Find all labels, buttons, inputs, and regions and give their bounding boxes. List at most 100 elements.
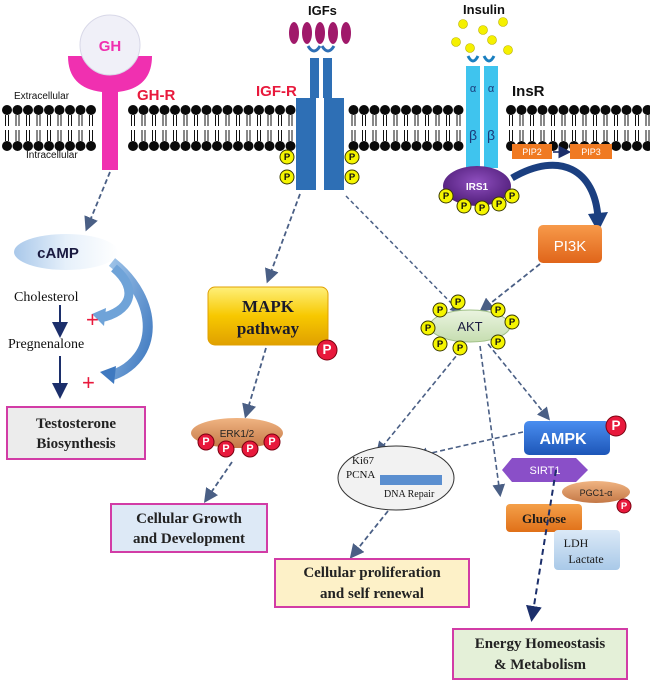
glucose-box <box>506 504 582 532</box>
p-pgc1a-badge: P <box>616 498 632 514</box>
proliferation-line2: and self renewal <box>320 586 424 602</box>
extracellular-label: Extracellular <box>14 91 70 102</box>
ldh-box <box>554 530 620 570</box>
igf-to-mapk-arrow <box>265 193 301 284</box>
camp-curve-inner <box>98 264 134 323</box>
phospho-label: P <box>621 501 628 512</box>
p-irs1-4-badge: P <box>491 196 507 212</box>
p-akt-6-badge: P <box>432 336 448 352</box>
p-erk-3-badge: P <box>241 440 259 458</box>
phospho-label: P <box>246 443 253 455</box>
pi3k-label: PI3K <box>554 238 587 255</box>
pip3-box <box>570 144 612 159</box>
phospho-label: P <box>496 199 503 210</box>
sirt1-shape <box>502 458 588 482</box>
camp-curve-outer-head <box>100 366 116 384</box>
proliferation-box: Cellular proliferation and self renewal <box>274 558 470 608</box>
p-irs1-1-badge: P <box>438 188 454 204</box>
p-erk-2-badge: P <box>217 440 235 458</box>
phospho-label: P <box>202 436 209 448</box>
mapk-label-line2: pathway <box>237 319 300 338</box>
p-irs1-3-badge: P <box>474 200 490 216</box>
sirt1-label: SIRT1 <box>530 465 561 477</box>
phospho-label: P <box>349 172 356 183</box>
gh-ligand <box>79 14 141 76</box>
beta-right: β <box>487 127 495 143</box>
igf-to-akt-arrow <box>345 195 463 315</box>
igf-r-label: IGF-R <box>256 83 297 100</box>
energy-line2: & Metabolism <box>493 657 587 673</box>
phospho-label: P <box>509 191 516 202</box>
akt-to-glucose-arrow <box>479 345 506 498</box>
growth-line2: and Development <box>132 531 246 547</box>
p-erk-1-badge: P <box>197 433 215 451</box>
proliferation-line1: Cellular proliferation <box>303 565 441 581</box>
irs1-node <box>443 166 511 206</box>
energy-box: Energy Homeostasis & Metabolism <box>452 628 628 680</box>
glucose-label: Glucose <box>522 511 566 526</box>
plus-sign-1: + <box>86 307 99 332</box>
gh-to-camp-arrow <box>84 171 111 232</box>
p-akt-7-badge: P <box>452 340 468 356</box>
growth-line1: Cellular Growth <box>136 511 242 527</box>
p-igf-4-badge: P <box>344 169 360 185</box>
phospho-label: P <box>461 201 468 212</box>
erk-to-growth-arrow <box>203 461 233 503</box>
insr-label: InsR <box>512 83 545 100</box>
pip2-label: PIP2 <box>522 147 542 157</box>
camp-node <box>14 234 118 270</box>
phospho-label: P <box>437 339 444 350</box>
ampk-to-energy-arrow <box>526 469 557 622</box>
alpha-left: α <box>470 83 477 95</box>
p-mapk-badge: P <box>316 339 338 361</box>
phospho-label: P <box>425 323 432 334</box>
p-igf-3-badge: P <box>344 149 360 165</box>
phospho-label: P <box>443 191 450 202</box>
cholesterol-label: Cholesterol <box>14 290 79 305</box>
gh-r-label: GH-R <box>137 87 175 104</box>
phospho-label: P <box>322 342 331 357</box>
dna-repair-bar <box>380 475 442 485</box>
p-akt-3-badge: P <box>490 302 506 318</box>
ampk-label: AMPK <box>539 431 587 448</box>
phospho-label: P <box>222 443 229 455</box>
plus-sign-2: + <box>82 370 95 395</box>
pcna-label: PCNA <box>346 469 375 481</box>
akt-label: AKT <box>457 319 482 334</box>
igf-receptor <box>296 45 344 190</box>
gh-label: GH <box>99 38 122 55</box>
pgc1a-node <box>562 481 630 503</box>
akt-to-ki67-arrow <box>375 343 467 455</box>
p-erk-4-badge: P <box>263 433 281 451</box>
growth-box: Cellular Growth and Development <box>110 503 268 553</box>
gh-receptor: GH <box>68 14 152 170</box>
p-ampk-badge: P <box>605 415 627 437</box>
testosterone-line1: Testosterone <box>36 416 116 432</box>
intracellular-label: Intracellular <box>26 150 78 161</box>
pi3k-box <box>538 225 602 263</box>
akt-to-ampk-arrow <box>487 343 551 421</box>
pregnenalone-label: Pregnenalone <box>8 337 84 352</box>
camp-label: cAMP <box>37 245 79 262</box>
phospho-label: P <box>611 418 620 433</box>
p-igf-1-badge: P <box>279 149 295 165</box>
ampk-to-ki67-arrow <box>414 431 524 461</box>
irs1-to-pi3k-arrowhead <box>588 212 608 232</box>
p-igf-2-badge: P <box>279 169 295 185</box>
phospho-label: P <box>495 337 502 348</box>
insulin-label: Insulin <box>463 2 505 17</box>
phospho-label: P <box>284 152 291 163</box>
p-akt-1-badge: P <box>432 302 448 318</box>
igfs-label: IGFs <box>308 3 337 18</box>
insulin-molecules <box>451 17 513 55</box>
igf-ligands <box>289 22 351 44</box>
energy-line1: Energy Homeostasis <box>474 636 606 652</box>
phospho-label: P <box>479 203 486 214</box>
pip3-label: PIP3 <box>581 147 601 157</box>
p-akt-2-badge: P <box>450 294 466 310</box>
p-akt-5-badge: P <box>420 320 436 336</box>
p-irs1-5-badge: P <box>504 188 520 204</box>
ldh-label-line1: LDH <box>564 536 589 550</box>
pip2-box <box>512 144 552 159</box>
